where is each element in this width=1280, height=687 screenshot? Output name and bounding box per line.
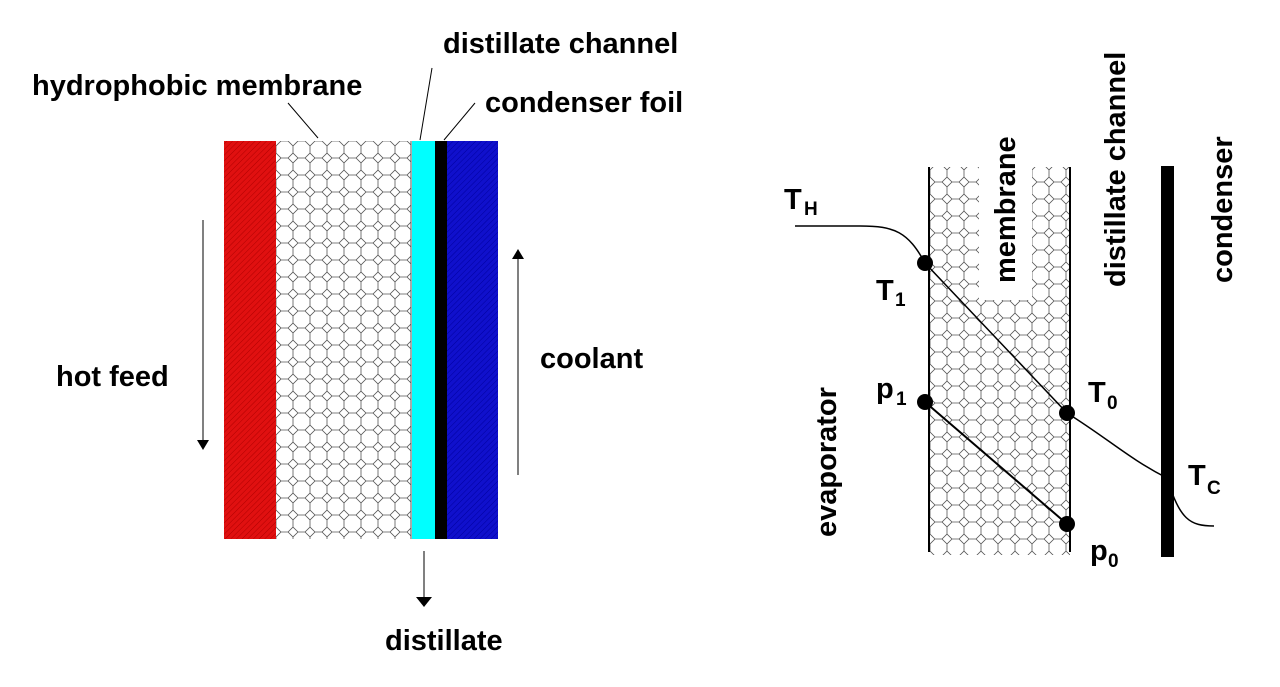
- left-diagram: hydrophobic membrane distillate channel …: [32, 28, 683, 657]
- svg-text:p: p: [876, 373, 894, 405]
- condenser-plate: [1161, 166, 1174, 557]
- condenser-vertical-label: condenser: [1207, 136, 1239, 283]
- distillate-channel-vertical-label: distillate channel: [1100, 52, 1132, 287]
- svg-text:p: p: [1090, 535, 1108, 567]
- point-p0: [1059, 516, 1075, 532]
- coolant-arrowhead: [512, 249, 524, 259]
- svg-text:T: T: [1188, 460, 1206, 492]
- svg-text:1: 1: [895, 290, 906, 311]
- svg-text:0: 0: [1108, 551, 1119, 572]
- pressure-profile-line: [924, 401, 1068, 525]
- membrane-vertical-label: membrane: [990, 136, 1022, 283]
- label-p0: p 0: [1090, 535, 1119, 572]
- evaporator-vertical-label: evaporator: [811, 387, 843, 537]
- label-TC: T C: [1188, 460, 1221, 499]
- point-T1: [917, 255, 933, 271]
- right-diagram: membrane distillate channel condenser ev…: [784, 52, 1239, 572]
- point-T0: [1059, 405, 1075, 421]
- condenser-foil-label: condenser foil: [485, 87, 683, 119]
- svg-text:T: T: [876, 275, 894, 307]
- label-T1: T 1: [876, 275, 906, 311]
- svg-text:H: H: [804, 199, 818, 220]
- condenser-foil-leader-line: [443, 102, 476, 141]
- label-T0: T 0: [1088, 377, 1118, 414]
- svg-text:1: 1: [896, 389, 907, 410]
- hot-feed-label: hot feed: [56, 361, 169, 393]
- membrane-layer: [276, 141, 411, 539]
- coolant-label: coolant: [540, 343, 643, 375]
- coolant-layer: [447, 141, 498, 539]
- distillate-arrowhead: [416, 597, 432, 607]
- membrane-region: [930, 167, 1070, 555]
- hydrophobic-membrane-label: hydrophobic membrane: [32, 70, 362, 102]
- svg-text:T: T: [784, 184, 802, 216]
- distillate-channel-layer: [412, 141, 435, 539]
- temperature-profile-curve: [795, 225, 1215, 527]
- membrane-leader-line: [287, 102, 319, 139]
- svg-text:T: T: [1088, 377, 1106, 409]
- label-p1: p 1: [876, 373, 907, 410]
- distillate-channel-label: distillate channel: [443, 28, 678, 60]
- condenser-foil-layer: [435, 141, 447, 539]
- label-TH: T H: [784, 184, 818, 220]
- distillate-channel-leader-line: [419, 67, 433, 141]
- point-p1: [917, 394, 933, 410]
- svg-text:0: 0: [1107, 393, 1118, 414]
- hot-feed-layer: [224, 141, 276, 539]
- svg-text:C: C: [1207, 478, 1221, 499]
- distillate-label: distillate: [385, 625, 503, 657]
- hot-feed-arrowhead: [197, 440, 209, 450]
